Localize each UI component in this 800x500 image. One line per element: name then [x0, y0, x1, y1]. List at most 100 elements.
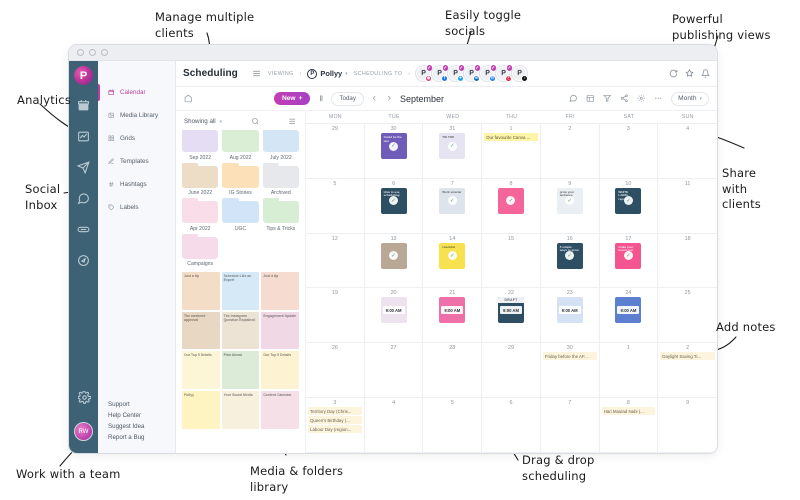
- close-icon[interactable]: [77, 49, 84, 56]
- pin-icon[interactable]: [684, 69, 694, 79]
- calendar-day-cell[interactable]: 25: [658, 288, 717, 342]
- client-selector[interactable]: P Pollyy ▾: [307, 68, 348, 79]
- social-toggle-twitter[interactable]: P✦✓: [448, 64, 466, 82]
- list-icon[interactable]: [288, 117, 297, 126]
- sidebar-item-hashtags[interactable]: Hashtags: [98, 173, 175, 196]
- calendar-day-cell[interactable]: 5: [306, 178, 365, 233]
- sidebar-item-calendar[interactable]: Calendar: [98, 81, 175, 104]
- chevron-right-icon[interactable]: [385, 94, 394, 103]
- chevron-left-icon[interactable]: [370, 94, 379, 103]
- sidebar-item-labels[interactable]: Labels: [98, 196, 175, 219]
- calendar-day-cell[interactable]: 8✓: [482, 178, 541, 233]
- social-toggle-facebook-group[interactable]: P☷✓: [480, 64, 498, 82]
- calendar-note[interactable]: Territory Day (Chris...: [308, 407, 362, 416]
- new-post-button[interactable]: New +: [274, 92, 311, 105]
- media-thumbnail[interactable]: Content Calendar: [261, 391, 299, 429]
- calendar-note[interactable]: Queen's Birthday (...: [308, 416, 362, 425]
- calendar-day-cell[interactable]: 1: [600, 343, 659, 398]
- calendar-day-cell[interactable]: 165 simple ways to grow✓: [541, 233, 600, 288]
- calendar-note[interactable]: Our favourite Canva ...: [484, 133, 538, 141]
- refresh-icon[interactable]: [668, 69, 678, 79]
- view-mode-select[interactable]: Month ▾: [671, 91, 709, 106]
- scheduled-post[interactable]: checklist✓: [439, 242, 466, 269]
- bell-icon[interactable]: [700, 69, 710, 79]
- calendar-day-cell[interactable]: 3: [600, 124, 659, 178]
- calendar-icon[interactable]: [73, 94, 95, 116]
- report-bug-link[interactable]: Report a Bug: [108, 434, 145, 441]
- app-logo[interactable]: P: [74, 66, 93, 85]
- calendar-note[interactable]: Labour Day (region...: [308, 425, 362, 434]
- media-folder[interactable]: Tips & Tricks: [262, 198, 299, 232]
- media-thumbnail[interactable]: Your Social Media: [221, 391, 260, 429]
- media-thumbnail[interactable]: The Instagram Question Explained: [221, 311, 260, 350]
- help-center-link[interactable]: Help Center: [108, 412, 142, 419]
- social-inbox-icon[interactable]: [73, 187, 95, 209]
- media-thumbnail[interactable]: Plan Ahead: [221, 351, 260, 390]
- scheduled-post[interactable]: 9:00 AM: [615, 297, 642, 324]
- media-folder[interactable]: IG Stories: [222, 162, 259, 196]
- scheduled-post[interactable]: 9:00 AM: [556, 297, 583, 324]
- calendar-day-cell[interactable]: 4: [658, 124, 717, 178]
- scheduled-post[interactable]: grow your audience✓: [556, 187, 583, 214]
- media-folder[interactable]: June 2022: [182, 162, 219, 196]
- suggest-idea-link[interactable]: Suggest Idea: [108, 423, 145, 430]
- settings-icon[interactable]: [637, 94, 646, 103]
- calendar-day-cell[interactable]: 12: [306, 233, 365, 288]
- share-icon[interactable]: [620, 94, 629, 103]
- calendar-day-cell[interactable]: 5: [423, 398, 483, 452]
- calendar-day-cell[interactable]: 28: [423, 343, 483, 398]
- media-folder[interactable]: Aug 2022: [222, 130, 259, 161]
- media-thumbnail[interactable]: Just a tip: [182, 272, 220, 310]
- media-folder[interactable]: Sep 2022: [182, 130, 219, 161]
- search-icon[interactable]: [251, 117, 260, 126]
- filter-icon[interactable]: [603, 94, 612, 103]
- scheduled-post[interactable]: make your brand pop✓: [615, 242, 642, 269]
- support-link[interactable]: Support: [108, 401, 130, 408]
- scheduled-post[interactable]: 9:00 AM: [439, 297, 466, 324]
- media-thumbnail[interactable]: Engagement Update: [261, 311, 299, 350]
- sidebar-item-media-library[interactable]: Media Library: [98, 104, 175, 127]
- calendar-day-cell[interactable]: 11: [658, 179, 717, 233]
- media-thumbnail[interactable]: Our Top 5 Details: [182, 351, 220, 390]
- pause-icon[interactable]: [316, 94, 325, 103]
- media-folder[interactable]: Apr 2022: [182, 198, 219, 232]
- media-folder[interactable]: Archived: [262, 162, 299, 196]
- calendar-day-cell[interactable]: 6: [482, 398, 541, 452]
- calendar-day-cell[interactable]: 9: [658, 398, 717, 452]
- calendar-day-cell[interactable]: 29: [306, 124, 365, 178]
- discover-icon[interactable]: [73, 249, 95, 271]
- media-thumbnail[interactable]: The weekend approval: [182, 311, 220, 350]
- social-toggle-instagram[interactable]: P◉✓: [416, 64, 434, 82]
- calendar-day-cell[interactable]: 7: [541, 398, 600, 452]
- comment-icon[interactable]: [569, 94, 578, 103]
- media-thumbnail[interactable]: Schedule Like an Expert: [221, 272, 260, 310]
- analytics-icon[interactable]: [73, 125, 95, 147]
- calendar-note[interactable]: Daylight Saving Ti...: [660, 352, 715, 361]
- calendar-day-cell[interactable]: 29: [482, 343, 541, 398]
- showing-filter-label[interactable]: Showing all: [184, 118, 216, 125]
- media-folder[interactable]: July 2022: [262, 130, 299, 161]
- calendar-day-cell[interactable]: 15: [482, 233, 541, 288]
- calendar-day-cell[interactable]: 4: [365, 398, 424, 452]
- minimize-icon[interactable]: [89, 49, 96, 56]
- more-icon[interactable]: [654, 94, 663, 103]
- gear-icon[interactable]: [73, 386, 95, 408]
- today-button[interactable]: Today: [331, 91, 364, 106]
- scheduled-post[interactable]: WHITE LABEL reports✓: [615, 187, 642, 214]
